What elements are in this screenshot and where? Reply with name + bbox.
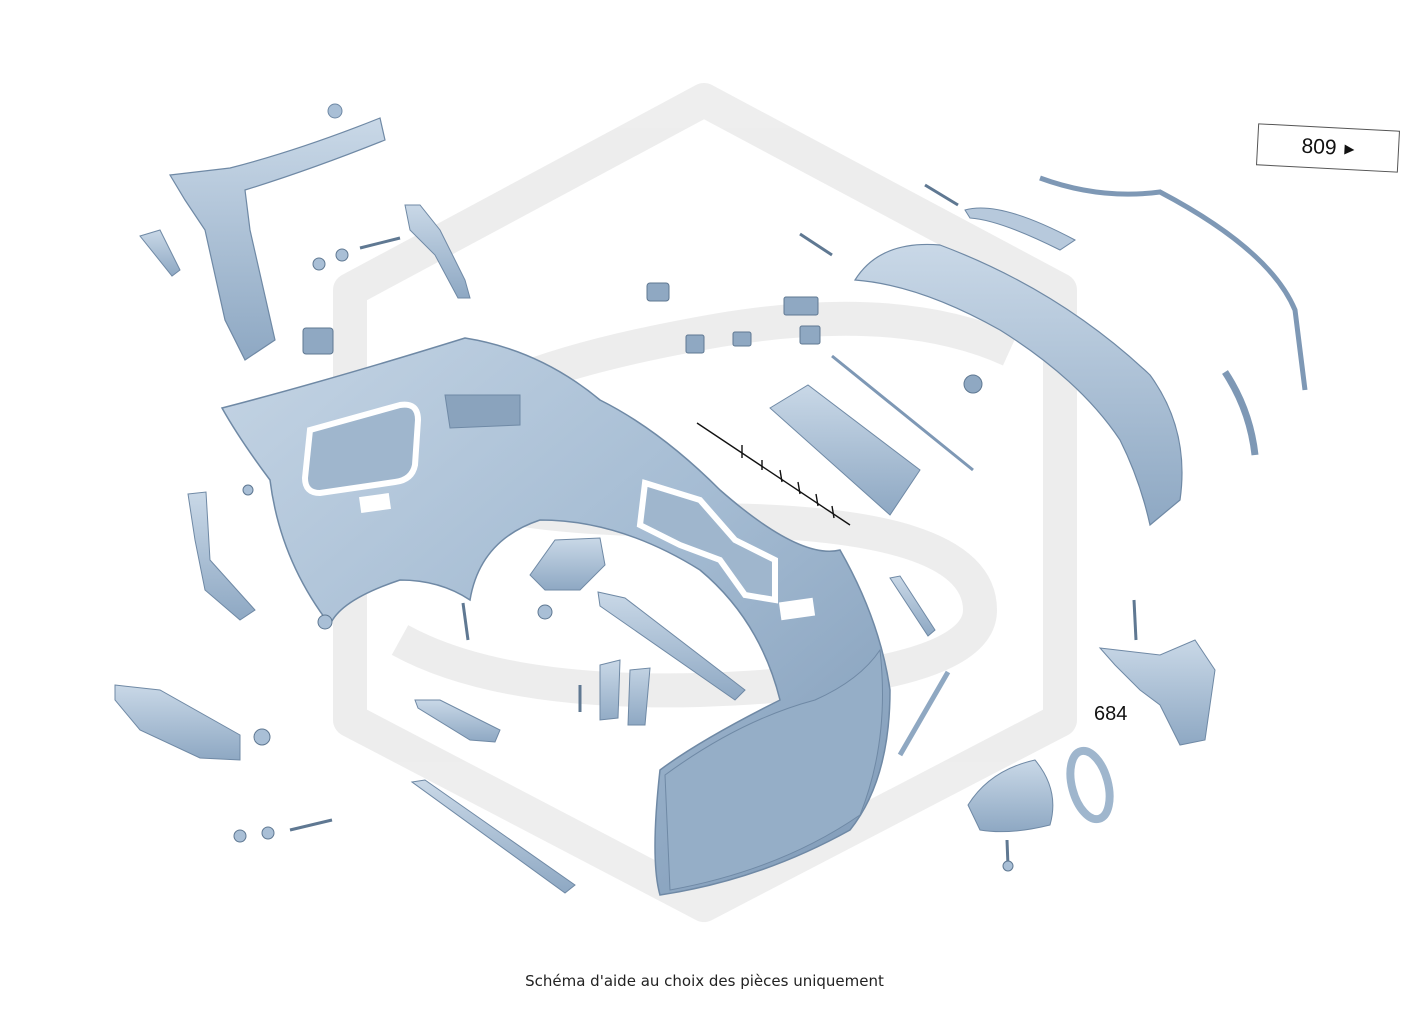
reference-box-809[interactable]: 809 ▶ [1255,123,1401,173]
rear-bumper-cover[interactable] [220,337,891,896]
reference-label-684[interactable]: 684 [1094,703,1128,725]
lower-trim-rod[interactable] [897,670,951,757]
exhaust-trim-ring[interactable] [1064,746,1117,824]
sensor-wiring-rod[interactable] [831,354,974,472]
grille-insert[interactable] [769,384,921,516]
upper-left-mounting-bracket[interactable] [169,103,386,361]
connector-pair[interactable] [599,659,651,726]
center-top-bracket[interactable] [404,204,471,299]
reference-number: 809 [1300,134,1338,160]
lower-guide-rail[interactable] [597,591,746,701]
trim-strip-side[interactable] [1222,370,1259,456]
arrow-right-icon: ▶ [1344,140,1355,157]
rear-diffuser[interactable] [853,207,1183,527]
diagram-caption: Schéma d'aide au choix des pièces unique… [525,972,884,990]
parking-sensors[interactable] [646,282,983,394]
trim-strip-upper[interactable] [1039,175,1308,391]
support-arm[interactable] [410,779,576,894]
left-inner-support[interactable] [187,491,256,621]
small-left-trim-piece[interactable] [139,229,181,277]
small-bracket[interactable] [414,699,501,743]
vertical-trim-strip[interactable] [889,575,936,637]
leader-lines [696,422,851,526]
bumper-reflector-opening-left [301,401,422,497]
exhaust-tip-housing[interactable] [967,759,1054,833]
right-mounting-bracket[interactable] [1098,639,1216,746]
bumper-reflector-opening-right [636,479,778,604]
lower-left-bracket[interactable] [114,684,241,761]
sensor-module[interactable] [302,327,334,355]
fasteners[interactable] [233,183,1138,872]
center-mount-bracket[interactable] [529,537,606,591]
